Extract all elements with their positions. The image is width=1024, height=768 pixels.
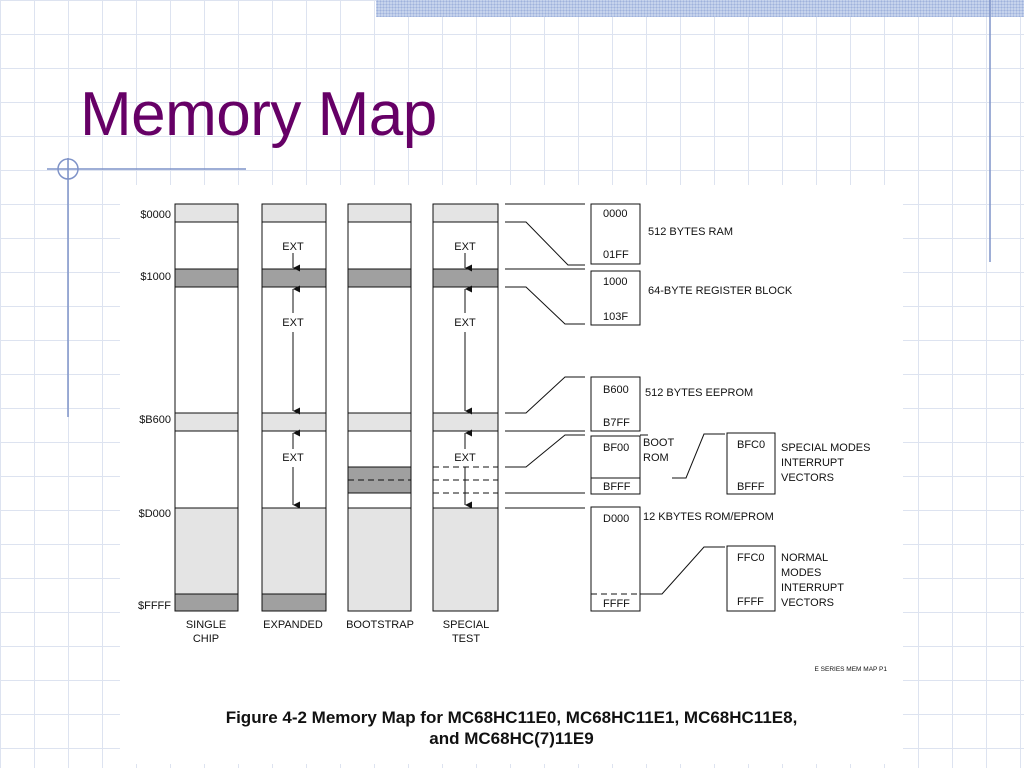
detail-register-start: 1000 — [603, 276, 627, 288]
address-label-d000: $D000 — [139, 508, 171, 520]
detail-boot-start: BF00 — [603, 442, 629, 454]
description-register: 64-BYTE REGISTER BLOCK — [648, 285, 793, 297]
description-special-vectors: INTERRUPT — [781, 457, 844, 469]
ext-label: EXT — [282, 452, 304, 464]
ext-label: EXT — [454, 241, 476, 253]
ext-label: EXT — [282, 317, 304, 329]
page-title: Memory Map — [80, 80, 437, 149]
detail-normal-vectors-end: FFFF — [737, 596, 764, 608]
column-expanded — [261, 203, 327, 612]
guide-ring-icon — [57, 158, 79, 180]
column-label-special-test: TEST — [452, 633, 480, 645]
description-boot: ROM — [643, 452, 669, 464]
detail-boot-end: BFFF — [603, 481, 631, 493]
detail-special-vectors-end: BFFF — [737, 481, 765, 493]
detail-rom-end: FFFF — [603, 598, 630, 610]
detail-ram-end: 01FF — [603, 249, 629, 261]
address-label-b600: $B600 — [139, 414, 171, 426]
detail-register-end: 103F — [603, 311, 628, 323]
description-normal-vectors: NORMAL — [781, 552, 828, 564]
detail-eeprom-start: B600 — [603, 384, 629, 396]
description-ram: 512 BYTES RAM — [648, 226, 733, 238]
column-label-single-chip: CHIP — [193, 633, 219, 645]
detail-ram-start: 0000 — [603, 208, 627, 220]
description-normal-vectors: MODES — [781, 567, 821, 579]
address-label-ffff: $FFFF — [138, 600, 171, 612]
description-special-vectors: SPECIAL MODES — [781, 442, 870, 454]
detail-boxes — [590, 203, 776, 612]
description-normal-vectors: VECTORS — [781, 597, 834, 609]
address-label-1000: $1000 — [140, 271, 171, 283]
ext-label: EXT — [454, 317, 476, 329]
column-label-special-test: SPECIAL — [443, 619, 489, 631]
connector-lines — [505, 203, 725, 595]
detail-eeprom-end: B7FF — [603, 417, 630, 429]
column-label-expanded: EXPANDED — [263, 619, 323, 631]
column-bootstrap — [347, 203, 412, 612]
figure-caption: Figure 4-2 Memory Map for MC68HC11E0, MC… — [120, 707, 903, 749]
description-special-vectors: VECTORS — [781, 472, 834, 484]
description-boot: BOOT — [643, 437, 674, 449]
source-tag: E SERIES MEM MAP P1 — [815, 666, 888, 673]
diagram-panel: $0000 $1000 $B600 $D000 $FFFF — [120, 185, 903, 764]
description-normal-vectors: INTERRUPT — [781, 582, 844, 594]
address-label-0000: $0000 — [140, 209, 171, 221]
caption-line-2: and MC68HC(7)11E9 — [429, 729, 594, 748]
description-eeprom: 512 BYTES EEPROM — [645, 387, 753, 399]
column-single-chip — [174, 203, 239, 612]
detail-rom-start: D000 — [603, 513, 629, 525]
ext-label: EXT — [454, 452, 476, 464]
description-rom: 12 KBYTES ROM/EPROM — [643, 511, 774, 523]
top-decorative-band — [376, 0, 1024, 17]
column-label-bootstrap: BOOTSTRAP — [346, 619, 414, 631]
memory-map-diagram: $0000 $1000 $B600 $D000 $FFFF — [138, 203, 888, 673]
column-label-single-chip: SINGLE — [186, 619, 226, 631]
detail-special-vectors-start: BFC0 — [737, 439, 765, 451]
address-labels: $0000 $1000 $B600 $D000 $FFFF — [138, 209, 171, 612]
detail-normal-vectors-start: FFC0 — [737, 552, 765, 564]
caption-line-1: Figure 4-2 Memory Map for MC68HC11E0, MC… — [225, 708, 798, 727]
ext-label: EXT — [282, 241, 304, 253]
